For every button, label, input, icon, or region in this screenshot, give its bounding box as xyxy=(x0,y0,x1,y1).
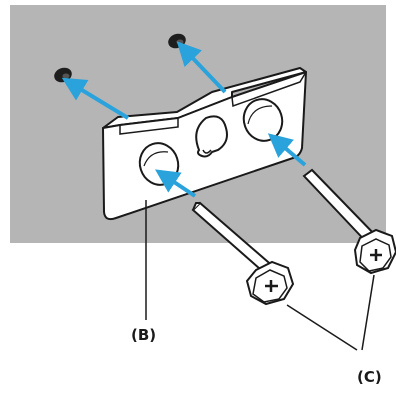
phillips-screw-head-icon xyxy=(245,260,295,306)
mounting-bracket xyxy=(102,67,307,221)
phillips-screw-head-icon xyxy=(353,228,396,275)
leader-line-c-right xyxy=(361,274,375,351)
insertion-arrow-icon xyxy=(176,41,227,94)
wall-screw xyxy=(302,168,396,275)
callout-label-c: (C) xyxy=(357,368,382,386)
insertion-arrow-icon xyxy=(155,169,197,198)
keyhole-slot-icon xyxy=(195,115,228,158)
callout-label-b: (B) xyxy=(131,326,157,344)
insertion-arrow-icon xyxy=(61,77,130,120)
wall-screw xyxy=(191,201,295,306)
leader-line-c-left xyxy=(286,304,358,351)
insertion-arrow-icon xyxy=(267,133,307,167)
